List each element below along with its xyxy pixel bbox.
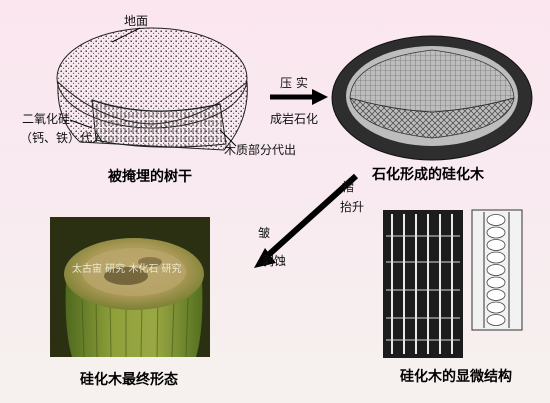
label-silica: 二氧化硅: [22, 112, 71, 126]
label-compaction: 压 实: [280, 76, 308, 90]
cell-circle: [486, 314, 506, 326]
compaction-arrow: [270, 89, 328, 105]
label-ground: 地面: [124, 14, 149, 28]
final-form-photo: [50, 217, 210, 358]
label-erosion: 剥蚀: [262, 254, 287, 268]
cell-circle: [486, 239, 506, 251]
caption-petrified: 石化形成的硅化木: [372, 167, 484, 183]
label-silica-ions: （钙、铁）代入: [20, 131, 105, 145]
uplift-arrow: [254, 173, 359, 268]
cell-circle: [486, 226, 506, 239]
cell-circle: [486, 289, 506, 301]
label-wood-out: 木质部分代出: [224, 143, 297, 157]
label-wrinkle: 皱: [258, 226, 271, 240]
cell-circle: [486, 264, 506, 276]
caption-buried-trunk: 被掩埋的树干: [108, 169, 192, 185]
cell-circle: [486, 301, 506, 314]
petrified-cross: [349, 97, 515, 139]
caption-micro: 硅化木的显微结构: [400, 369, 512, 385]
photo-watermark: 太古宙 研究 木化石 研究: [72, 264, 182, 275]
label-lithification: 成岩石化: [270, 112, 319, 126]
cell-circle: [486, 251, 506, 264]
caption-final-form: 硅化木最终形态: [80, 372, 178, 388]
cell-circle: [486, 276, 506, 289]
micrograph-longitudinal: [383, 210, 463, 358]
cell-circle: [486, 214, 506, 226]
label-uplift: 抬升: [340, 200, 365, 214]
label-fold: 褶: [342, 180, 355, 194]
